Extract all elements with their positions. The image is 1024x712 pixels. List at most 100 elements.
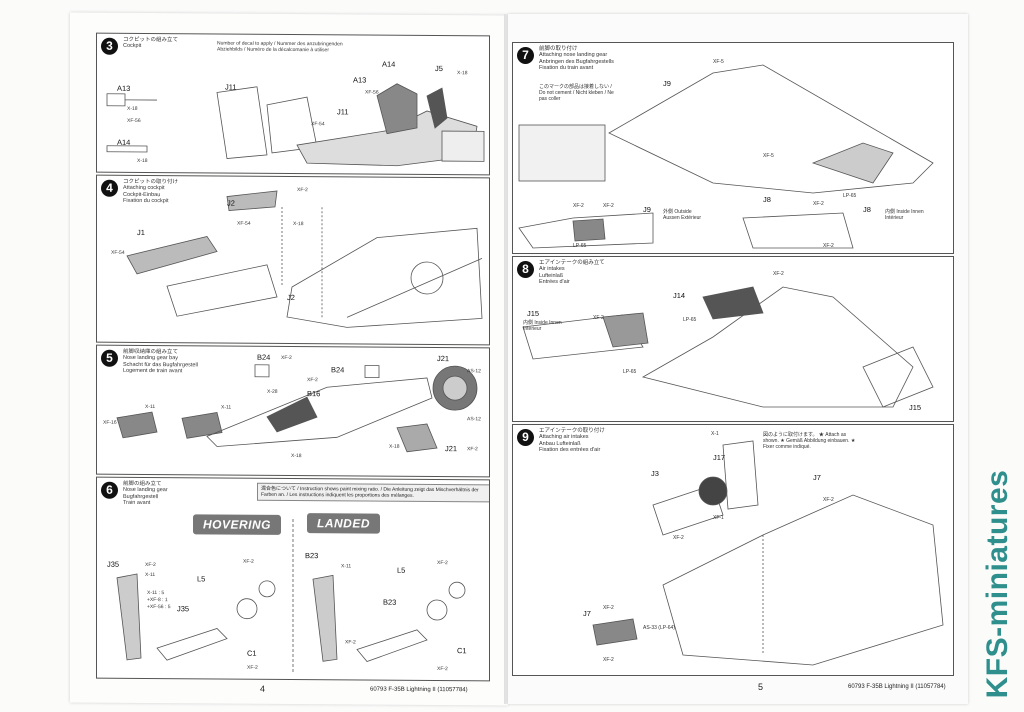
part-label: A14: [382, 59, 396, 69]
nose-gear-drawing: [518, 64, 934, 249]
paint-tag: XF-2: [813, 201, 824, 207]
paint-tag: +XF-8 : 1: [147, 597, 168, 604]
part-label: J35: [107, 559, 120, 569]
part-label: J7: [583, 609, 591, 618]
step-title: エアインテークの組み立て Air intakes Lufteinlaß Entr…: [539, 260, 605, 285]
part-label: J14: [673, 291, 686, 300]
part-label: J15: [909, 403, 922, 412]
step-4-panel: 4 コクピットの取り付け Attaching cockpit Cockpit-E…: [96, 174, 490, 346]
step-7-panel: 7 前脚の取り付け Attaching nose landing gear An…: [512, 42, 954, 254]
part-label: J15: [527, 309, 540, 318]
attach-note: 図のように取付けます。 ★ Attach as shown. ★ Gemäß A…: [763, 432, 856, 450]
part-label: J21: [445, 444, 458, 454]
step-number: 9: [517, 429, 534, 446]
paint-tag: XF-2: [773, 271, 784, 277]
paint-tag: XF-2: [437, 560, 448, 567]
part-label: J2: [287, 292, 295, 303]
instruction-booklet: 3 コクピットの組み立て Cockpit Number of decal to …: [70, 12, 970, 706]
part-label: J35: [177, 604, 190, 614]
paint-tag: AS-33 (LP-64): [643, 625, 675, 631]
paint-tag: XF-2: [593, 315, 604, 321]
right-page: 7 前脚の取り付け Attaching nose landing gear An…: [508, 14, 968, 704]
part-label: J3: [651, 469, 659, 478]
paint-tag: XF-16: [103, 419, 117, 426]
paint-tag: XF-2: [603, 605, 614, 611]
intake-attach-drawing: [592, 440, 944, 666]
paint-tag: X-11 : 5: [147, 590, 165, 597]
paint-tag: XF-56: [365, 89, 379, 96]
part-label: J7: [813, 473, 821, 482]
step-8-panel: 8 エアインテークの組み立て Air intakes Lufteinlaß En…: [512, 256, 954, 422]
step-number: 8: [517, 261, 534, 278]
paint-tag: X-18: [127, 105, 138, 112]
paint-tag: X-28: [267, 388, 278, 395]
part-label: A14: [117, 137, 131, 147]
landing-gear-drawing: [116, 519, 466, 675]
step-5-panel: 5 前脚収納庫の組み立て Nose landing gear bay Schac…: [96, 344, 490, 478]
paint-tag: XF-2: [823, 497, 834, 503]
paint-tag: XF-5: [763, 153, 774, 159]
part-label: J9: [643, 205, 651, 214]
inside-label: 内側 Inside Innen Intérieur: [885, 209, 924, 221]
part-label: L5: [197, 574, 206, 584]
part-label: C1: [457, 646, 467, 656]
paint-tag: LP-65: [623, 369, 637, 375]
paint-tag: X-18: [137, 157, 148, 165]
paint-tag: XF-2: [673, 535, 684, 541]
part-label: J21: [437, 354, 450, 364]
paint-tag: X-1: [711, 431, 719, 437]
part-label: J8: [863, 205, 871, 214]
paint-tag: XF-2: [247, 664, 258, 671]
paint-tag: XF-54: [237, 220, 251, 227]
paint-tag: X-18: [293, 221, 304, 228]
part-label: J2: [227, 198, 235, 208]
page-footer: 60793 F-35B Lightning II (11057784): [848, 684, 946, 690]
step-title: 前脚の取り付け Attaching nose landing gear Anbr…: [539, 46, 614, 71]
paint-tag: XF-2: [823, 243, 834, 249]
part-label: B24: [257, 352, 271, 362]
page-number: 4: [260, 683, 266, 694]
paint-tag: X-11: [341, 563, 352, 570]
paint-tag: XF-2: [603, 203, 614, 209]
watermark: KFS-miniatures: [981, 469, 1014, 699]
step-6-panel: 6 前脚の組み立て Nose landing gear Bugfahrgeste…: [96, 476, 490, 682]
paint-tag: XF-54: [111, 249, 125, 256]
paint-tag: X-18: [457, 70, 468, 77]
step-title: エアインテークの取り付け Attaching air intakes Anbau…: [539, 428, 605, 453]
cockpit-drawing: [106, 83, 485, 167]
paint-tag: XF-2: [437, 666, 448, 673]
paint-tag: XF-2: [281, 354, 292, 362]
step-number: 7: [517, 47, 534, 64]
paint-tag: X-18: [389, 443, 400, 450]
step-9-panel: 9 エアインテークの取り付け Attaching air intakes Anb…: [512, 424, 954, 676]
paint-tag: X-11: [145, 403, 156, 411]
paint-tag: X-11: [221, 404, 232, 411]
part-label: J17: [713, 453, 726, 462]
part-label: J11: [225, 82, 237, 92]
part-label: L5: [397, 565, 406, 575]
paint-tag: XF-2: [603, 657, 614, 663]
paint-tag: XF-2: [297, 187, 308, 194]
paint-tag: XF-2: [573, 203, 584, 209]
paint-tag: LP-65: [573, 243, 587, 249]
outside-label: 外側 Outside Aussen Extérieur: [663, 209, 702, 221]
fuselage-drawing: [126, 190, 483, 328]
part-label: A13: [117, 83, 131, 93]
part-label: C1: [247, 648, 257, 658]
paint-tag: XF-2: [345, 639, 356, 646]
paint-tag: X-11: [145, 571, 156, 579]
page-footer: 60793 F-35B Lightning II (11057784): [370, 686, 468, 694]
paint-tag: LP-65: [843, 193, 857, 199]
do-not-cement-note: このマークの部品は接着しない / Do not cement / Nicht k…: [539, 84, 614, 102]
part-label: B24: [331, 365, 345, 375]
paint-tag: +XF-56 : 5: [147, 604, 171, 611]
part-label: J5: [435, 64, 443, 74]
paint-tag: XF-2: [243, 558, 254, 565]
paint-tag: AS-12: [467, 368, 481, 375]
paint-tag: LP-65: [683, 317, 697, 323]
inside-label: 内側 Inside Innen Intérieur: [523, 320, 562, 332]
paint-tag: XF-56: [127, 117, 141, 124]
part-label: B23: [305, 551, 319, 561]
part-label: J1: [137, 227, 145, 237]
part-label: B23: [383, 597, 397, 607]
